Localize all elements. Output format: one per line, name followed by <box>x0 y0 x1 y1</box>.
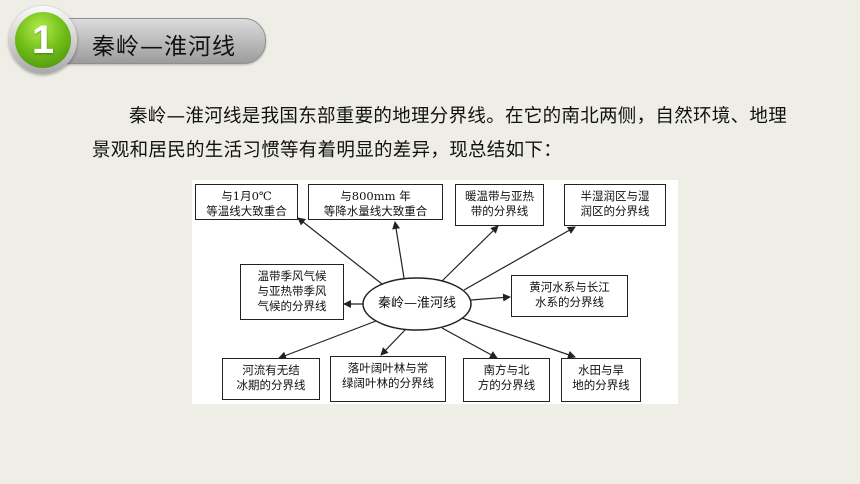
arrow-to-n6 <box>470 293 511 302</box>
node-line: 与1月0℃ <box>221 189 272 203</box>
node-temperate-subtropical: 暖温带与亚热 带的分界线 <box>455 184 544 226</box>
node-climate: 温带季风气候 与亚热带季风 气候的分界线 <box>240 264 344 320</box>
node-line: 方的分界线 <box>477 378 536 392</box>
node-forest-type: 落叶阔叶林与常 绿阔叶林的分界线 <box>330 356 446 402</box>
section-number-badge: 1 <box>15 12 71 68</box>
node-line: 半湿润区与湿 <box>580 189 650 203</box>
arrow-to-n8 <box>380 329 406 356</box>
node-jan-isotherm: 与1月0℃ 等温线大致重合 <box>195 184 298 220</box>
node-line: 水田与旱 <box>578 363 624 377</box>
node-humid-zone: 半湿润区与湿 润区的分界线 <box>564 184 666 226</box>
concept-diagram: 秦岭—淮河线 与1月0℃ 等温线大致重合 与800mm 年 等降水量线大致重合 … <box>192 180 678 404</box>
node-line: 落叶阔叶林与常 <box>347 361 429 375</box>
center-label: 秦岭—淮河线 <box>377 296 456 311</box>
node-north-south: 南方与北 方的分界线 <box>463 358 550 402</box>
node-line: 地的分界线 <box>572 378 630 392</box>
node-line: 冰期的分界线 <box>236 378 306 392</box>
arrow-to-n4 <box>463 226 576 291</box>
diagram-connectors <box>278 217 576 360</box>
node-line: 与亚热带季风 <box>257 284 327 298</box>
node-line: 河流有无结 <box>242 363 300 377</box>
node-line: 与800mm 年 <box>340 189 411 203</box>
intro-paragraph: 秦岭—淮河线是我国东部重要的地理分界线。在它的南北两侧，自然环境、地理景观和居民… <box>92 106 788 161</box>
arrow-to-n3 <box>441 225 499 282</box>
node-line: 润区的分界线 <box>580 204 650 218</box>
node-line: 暖温带与亚热 <box>465 189 534 203</box>
node-line: 温带季风气候 <box>257 269 327 283</box>
node-freezing-period: 河流有无结 冰期的分界线 <box>222 358 320 400</box>
arrow-to-n10 <box>461 317 576 359</box>
arrow-to-n1 <box>297 217 383 285</box>
node-line: 水系的分界线 <box>535 295 604 309</box>
node-river-systems: 黄河水系与长江 水系的分界线 <box>511 275 628 317</box>
node-line: 带的分界线 <box>470 204 529 218</box>
node-line: 等温线大致重合 <box>206 204 287 218</box>
arrow-to-n9 <box>441 327 498 359</box>
node-line: 绿阔叶林的分界线 <box>342 376 434 390</box>
section-title-bar <box>40 18 266 64</box>
arrow-to-n2 <box>392 221 405 279</box>
node-paddy-dryland: 水田与旱 地的分界线 <box>561 358 641 402</box>
node-line: 等降水量线大致重合 <box>323 204 428 218</box>
node-line: 黄河水系与长江 <box>529 280 610 294</box>
section-title: 秦岭—淮河线 <box>92 34 236 60</box>
arrow-to-n7 <box>278 320 377 360</box>
node-precipitation-line: 与800mm 年 等降水量线大致重合 <box>308 184 443 220</box>
node-line: 气候的分界线 <box>257 299 327 313</box>
node-line: 南方与北 <box>483 363 530 377</box>
